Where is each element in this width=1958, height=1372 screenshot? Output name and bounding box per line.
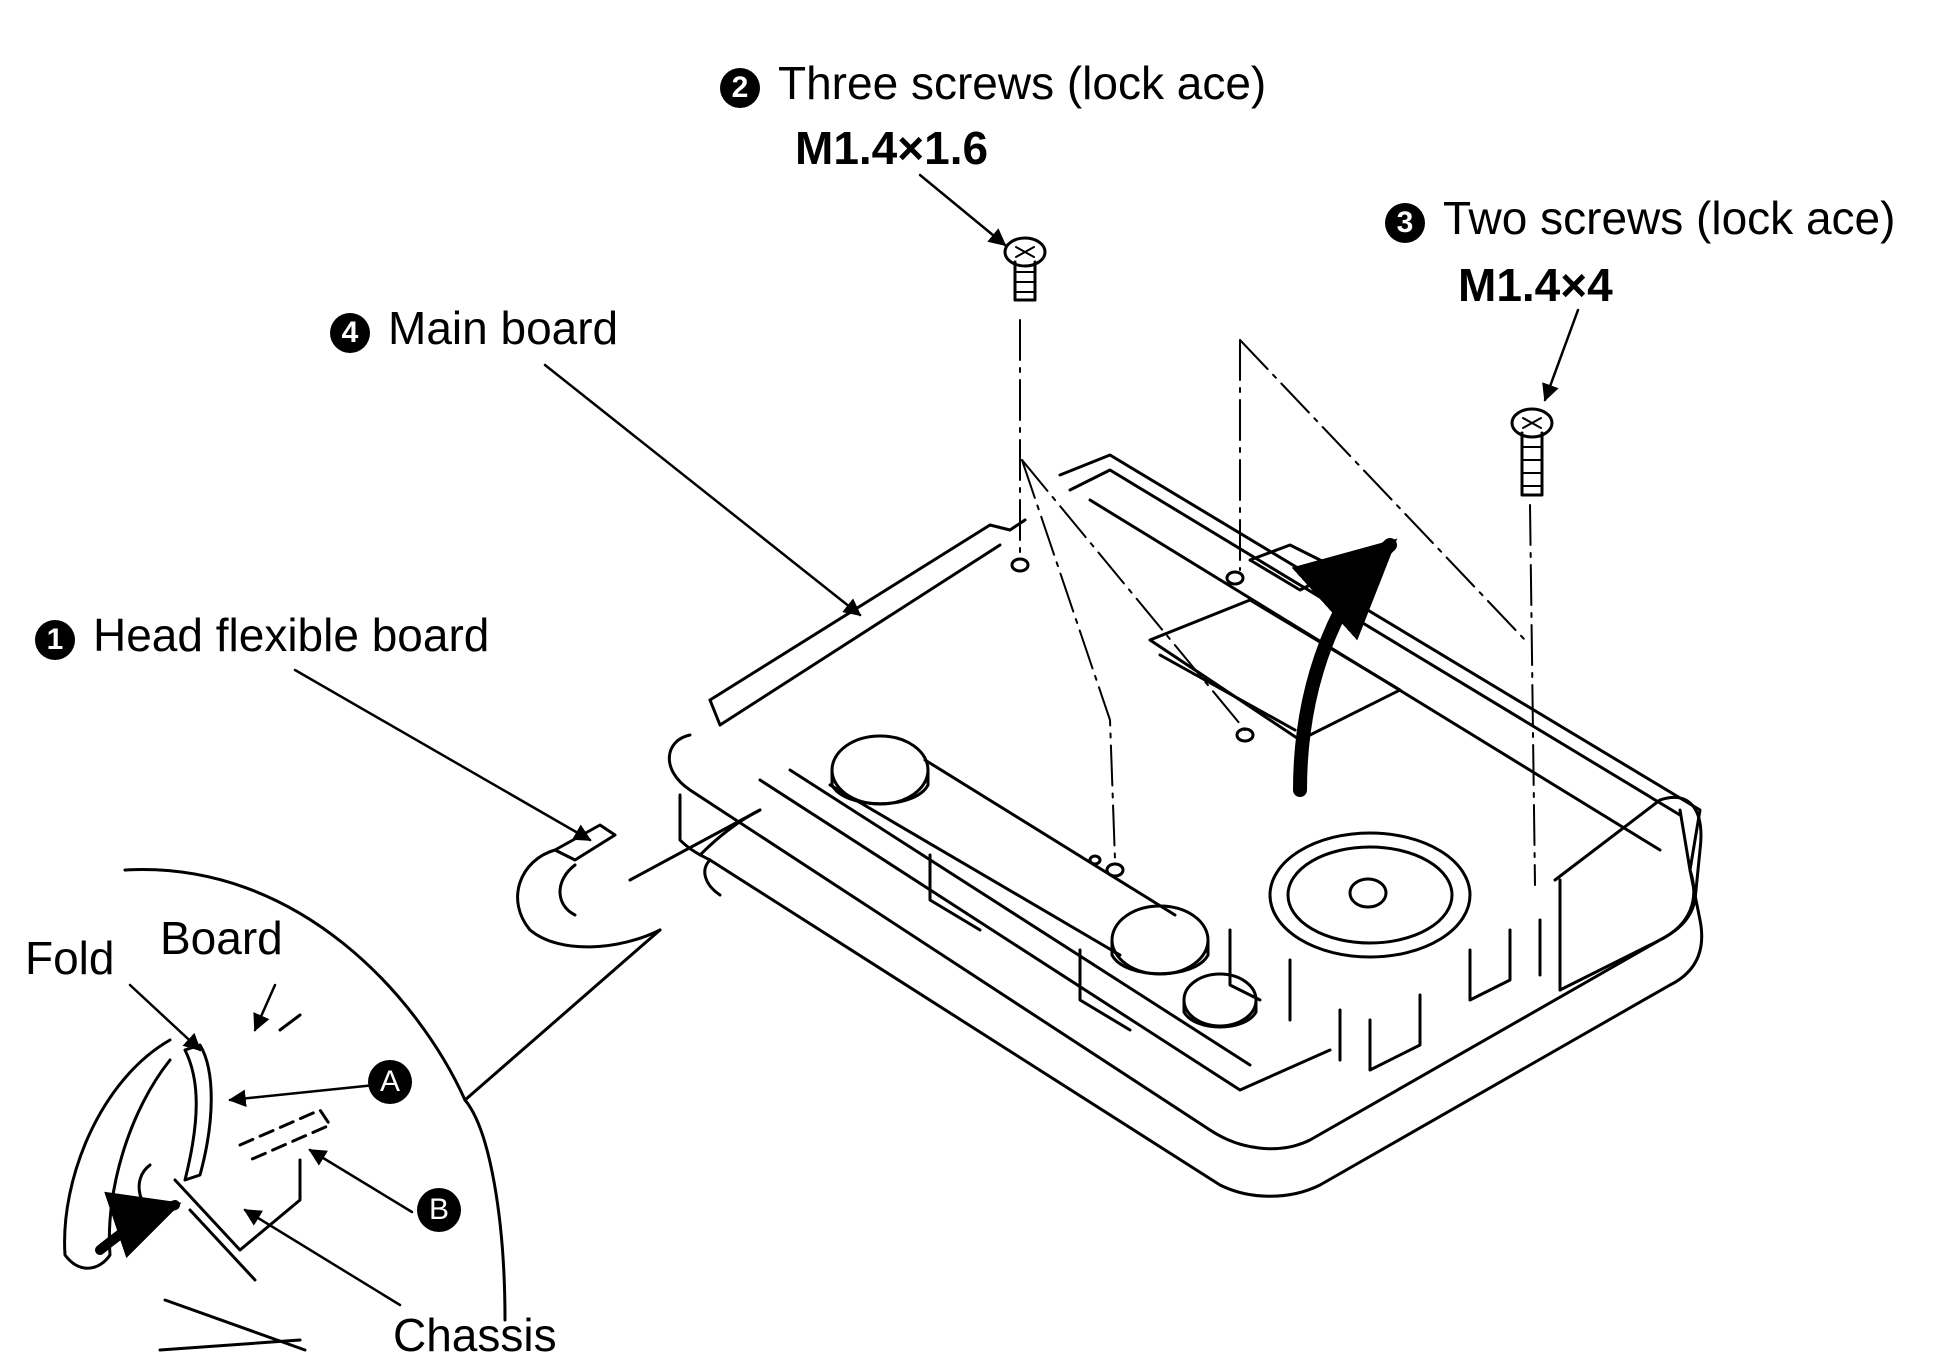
label-fold: Fold — [25, 932, 115, 984]
chassis-body — [667, 453, 1704, 1198]
label-head-flexible-board: 1 Head flexible board — [35, 612, 489, 660]
callout-a: A — [368, 1060, 412, 1104]
main-board-text: Main board — [388, 302, 619, 354]
leader-lines — [293, 173, 1580, 842]
main-board-plate — [708, 518, 1027, 727]
alignment-lines — [1019, 319, 1536, 886]
label-two-screws: 3 Two screws (lock ace) — [1385, 195, 1895, 243]
screw-right — [1510, 407, 1554, 497]
spec-two-screws: M1.4×4 — [1458, 259, 1613, 311]
step-number-4: 4 — [330, 313, 370, 353]
callout-b: B — [417, 1188, 461, 1232]
step-number-1: 1 — [35, 620, 75, 660]
step-number-2: 2 — [720, 68, 760, 108]
head-flexible-board-text: Head flexible board — [93, 609, 490, 661]
label-three-screws: 2 Three screws (lock ace) — [720, 60, 1266, 108]
fold-direction-arrow — [95, 1191, 182, 1259]
reel-discs — [828, 734, 1472, 1029]
lift-direction-arrow — [1291, 538, 1398, 797]
label-chassis: Chassis — [393, 1309, 557, 1361]
label-board: Board — [160, 912, 283, 964]
flexible-board-connector — [516, 808, 762, 949]
screw-holes — [1010, 557, 1255, 878]
three-screws-text: Three screws (lock ace) — [778, 57, 1267, 109]
detail-magnifier — [63, 868, 662, 1352]
screw-upper — [1003, 236, 1047, 302]
step-number-3: 3 — [1385, 203, 1425, 243]
two-screws-text: Two screws (lock ace) — [1443, 192, 1896, 244]
label-main-board: 4 Main board — [330, 305, 618, 353]
spec-three-screws: M1.4×1.6 — [795, 122, 989, 174]
detail-leaders — [128, 983, 414, 1307]
